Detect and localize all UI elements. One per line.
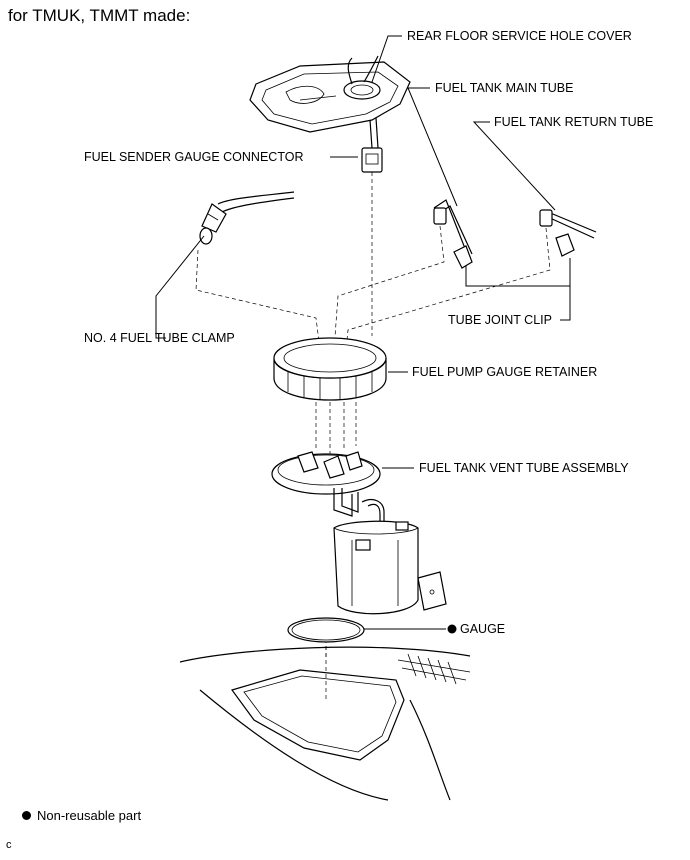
callout-leaders — [155, 35, 556, 630]
diagram-heading: for TMUK, TMMT made: — [8, 6, 191, 25]
label-fuel-tank-return-tube: FUEL TANK RETURN TUBE — [494, 115, 653, 129]
tube-joint-clip-bracket — [465, 258, 571, 321]
fuel-tank-return-tube — [345, 209, 597, 351]
gauge-o-ring — [287, 617, 365, 700]
legend: Non-reusable part — [22, 808, 141, 823]
fuel-tank-vent-tube-assembly — [271, 451, 447, 660]
non-reusable-dot-icon — [22, 811, 31, 820]
label-gauge: GAUGE — [460, 622, 505, 636]
label-fuel-pump-gauge-retainer: FUEL PUMP GAUGE RETAINER — [412, 365, 597, 379]
fuel-sender-gauge-connector — [361, 147, 383, 336]
legend-non-reusable-label: Non-reusable part — [37, 808, 142, 823]
fuel-tank-floor-opening — [179, 646, 471, 801]
non-reusable-marker-icon — [447, 624, 457, 634]
no4-fuel-tube-clamp — [195, 191, 321, 351]
fuel-tank-main-tube — [333, 199, 473, 351]
label-fuel-tank-main-tube: FUEL TANK MAIN TUBE — [435, 81, 573, 95]
figure-code: c — [6, 839, 12, 851]
label-tube-joint-clip: TUBE JOINT CLIP — [448, 313, 552, 327]
label-fuel-sender-gauge-connector: FUEL SENDER GAUGE CONNECTOR — [84, 150, 303, 164]
label-rear-floor-service-hole-cover: REAR FLOOR SERVICE HOLE COVER — [407, 29, 632, 43]
label-no4-fuel-tube-clamp: NO. 4 FUEL TUBE CLAMP — [84, 331, 235, 345]
rear-floor-service-hole-cover — [249, 55, 411, 149]
label-fuel-tank-vent-tube-assembly: FUEL TANK VENT TUBE ASSEMBLY — [419, 461, 629, 475]
fuel-pump-gauge-retainer — [273, 337, 387, 456]
